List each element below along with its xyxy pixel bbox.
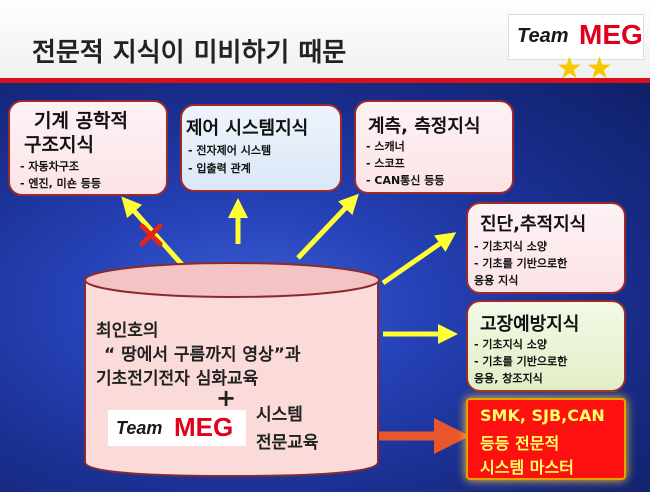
box-title: 계측, 측정지식: [368, 116, 481, 137]
drum-line: “ 땅에서 구름까지 영상”과: [104, 345, 301, 365]
team-meg-logo: Team MEG: [508, 14, 644, 60]
arrow-to-mechanical: [121, 196, 187, 270]
arrow-to-diagnosis: [381, 232, 457, 286]
master-line: 시스템 마스터: [480, 458, 574, 477]
list-item: - 엔진, 미숀 등등: [20, 177, 101, 190]
list-item: 응용 지식: [474, 274, 519, 287]
box-mechanical-knowledge: 기계 공학적 구조지식 - 자동차구조 - 엔진, 미숀 등등: [8, 100, 168, 196]
list-item: - 스캐너: [366, 140, 405, 153]
list-item: - 입출력 관계: [188, 162, 251, 175]
logo-meg-text: MEG: [174, 412, 234, 442]
drum-plus: +: [216, 384, 237, 412]
logo-team-text: Team: [116, 418, 163, 438]
logo-team-text: Team: [517, 25, 569, 47]
star-icon: ★: [586, 51, 613, 86]
drum-line: 기초전기전자 심화교육: [96, 369, 259, 389]
slide-title: 전문적 지식이 미비하기 때문: [32, 38, 347, 68]
box-control-knowledge: 제어 시스템지식 - 전자제어 시스템 - 입출력 관계: [180, 104, 342, 192]
box-title: 구조지식: [24, 134, 94, 156]
list-item: - 기초지식 소양: [474, 338, 547, 351]
list-item: - 기초를 기반으로한: [474, 257, 568, 270]
box-title: 고장예방지식: [480, 314, 580, 335]
box-title: 진단,추적지식: [480, 214, 587, 235]
drum-line: 시스템: [256, 405, 303, 425]
list-item: - 전자제어 시스템: [188, 144, 272, 157]
box-system-master: SMK, SJB,CAN 등등 전문적 시스템 마스터: [466, 398, 626, 480]
box-measurement-knowledge: 계측, 측정지식 - 스캐너 - 스코프 - CAN통신 등등: [354, 100, 514, 194]
list-item: - 기초지식 소양: [474, 240, 547, 253]
list-item: 응용, 창조지식: [474, 372, 543, 385]
list-item: - 자동차구조: [20, 160, 79, 173]
team-meg-logo-inner: Team MEG: [108, 410, 246, 446]
star-icon: ★: [556, 51, 583, 86]
box-title: 제어 시스템지식: [186, 118, 309, 139]
drum-line: 전문교육: [256, 433, 319, 453]
list-item: - CAN통신 등등: [366, 174, 445, 187]
arrow-to-measure: [296, 193, 359, 260]
list-item: - 스코프: [366, 157, 405, 170]
logo-meg-text: MEG: [579, 19, 643, 50]
title-divider: [0, 78, 650, 83]
list-item: - 기초를 기반으로한: [474, 355, 568, 368]
master-line: 등등 전문적: [480, 434, 560, 453]
cross-icon: [139, 223, 163, 247]
box-title: 기계 공학적: [34, 110, 129, 132]
box-diagnosis-knowledge: 진단,추적지식 - 기초지식 소양 - 기초를 기반으로한 응용 지식: [466, 202, 626, 294]
master-line: SMK, SJB,CAN: [480, 406, 605, 425]
box-prevention-knowledge: 고장예방지식 - 기초지식 소양 - 기초를 기반으로한 응용, 창조지식: [466, 300, 626, 392]
drum-line: 최인호의: [96, 321, 159, 341]
